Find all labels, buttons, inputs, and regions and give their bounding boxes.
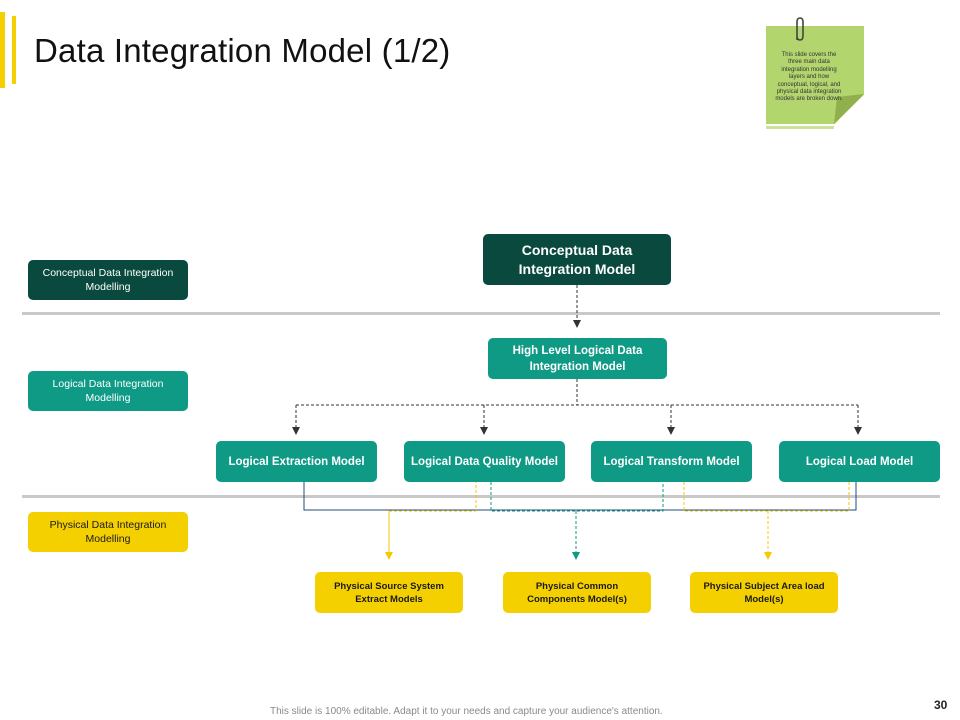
layer-label-conceptual: Conceptual Data Integration Modelling <box>28 260 188 300</box>
page-title: Data Integration Model (1/2) <box>34 32 451 69</box>
physical-common-node: Physical Common Components Model(s) <box>503 572 651 613</box>
high-level-logical-node: High Level Logical Data Integration Mode… <box>488 338 667 379</box>
logical-load-node: Logical Load Model <box>779 441 940 482</box>
logical-quality-node: Logical Data Quality Model <box>404 441 565 482</box>
logical-extraction-node: Logical Extraction Model <box>216 441 377 482</box>
paperclip-icon <box>796 17 804 41</box>
physical-subject-node: Physical Subject Area load Model(s) <box>690 572 838 613</box>
layer-divider-2 <box>22 495 940 498</box>
sticky-note: This slide covers the three main data in… <box>766 17 864 130</box>
page-number: 30 <box>934 698 948 712</box>
note-text: This slide covers the three main data in… <box>775 52 843 103</box>
logical-transform-node: Logical Transform Model <box>591 441 752 482</box>
layer-divider-1 <box>22 312 940 315</box>
layer-label-logical: Logical Data Integration Modelling <box>28 371 188 411</box>
layer-label-physical: Physical Data Integration Modelling <box>28 512 188 552</box>
footer-text: This slide is 100% editable. Adapt it to… <box>270 706 663 717</box>
accent-bar <box>0 12 18 88</box>
physical-source-node: Physical Source System Extract Models <box>315 572 463 613</box>
conceptual-model-node: Conceptual Data Integration Model <box>483 234 671 285</box>
